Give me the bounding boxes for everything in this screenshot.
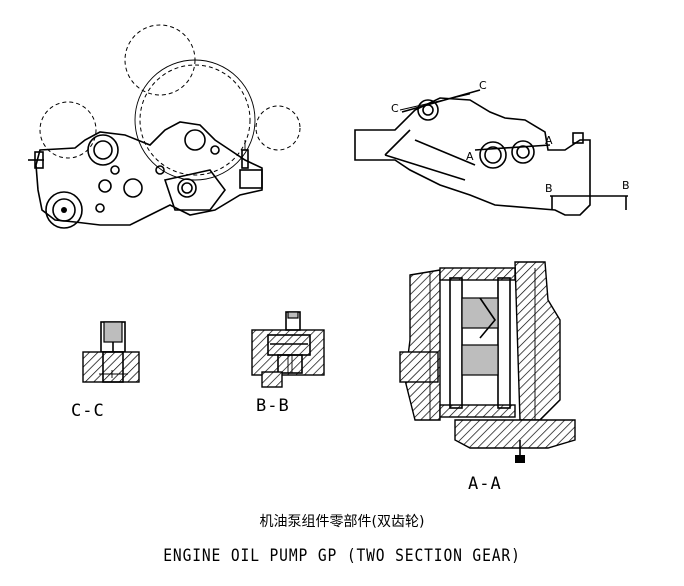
section-aa-drawing	[399, 261, 576, 463]
section-label-cc: C-C	[71, 401, 105, 421]
section-mark-c-left: C	[391, 102, 399, 115]
section-mark-b-left: B	[545, 182, 553, 195]
section-label-bb: B-B	[256, 396, 290, 416]
section-mark-b-right: B	[622, 179, 630, 192]
front-view-assembly	[28, 24, 301, 229]
side-view-assembly	[354, 89, 628, 216]
section-bb-drawing	[251, 311, 325, 388]
section-mark-a-left: A	[466, 150, 474, 163]
section-mark-a-right: A	[545, 134, 553, 147]
section-label-aa: A-A	[468, 474, 502, 494]
section-mark-c-top: C	[479, 79, 487, 92]
section-cc-drawing	[82, 321, 140, 383]
title-english: ENGINE OIL PUMP GP (TWO SECTION GEAR)	[163, 546, 521, 566]
title-chinese: 机油泵组件零部件(双齿轮)	[259, 514, 425, 530]
